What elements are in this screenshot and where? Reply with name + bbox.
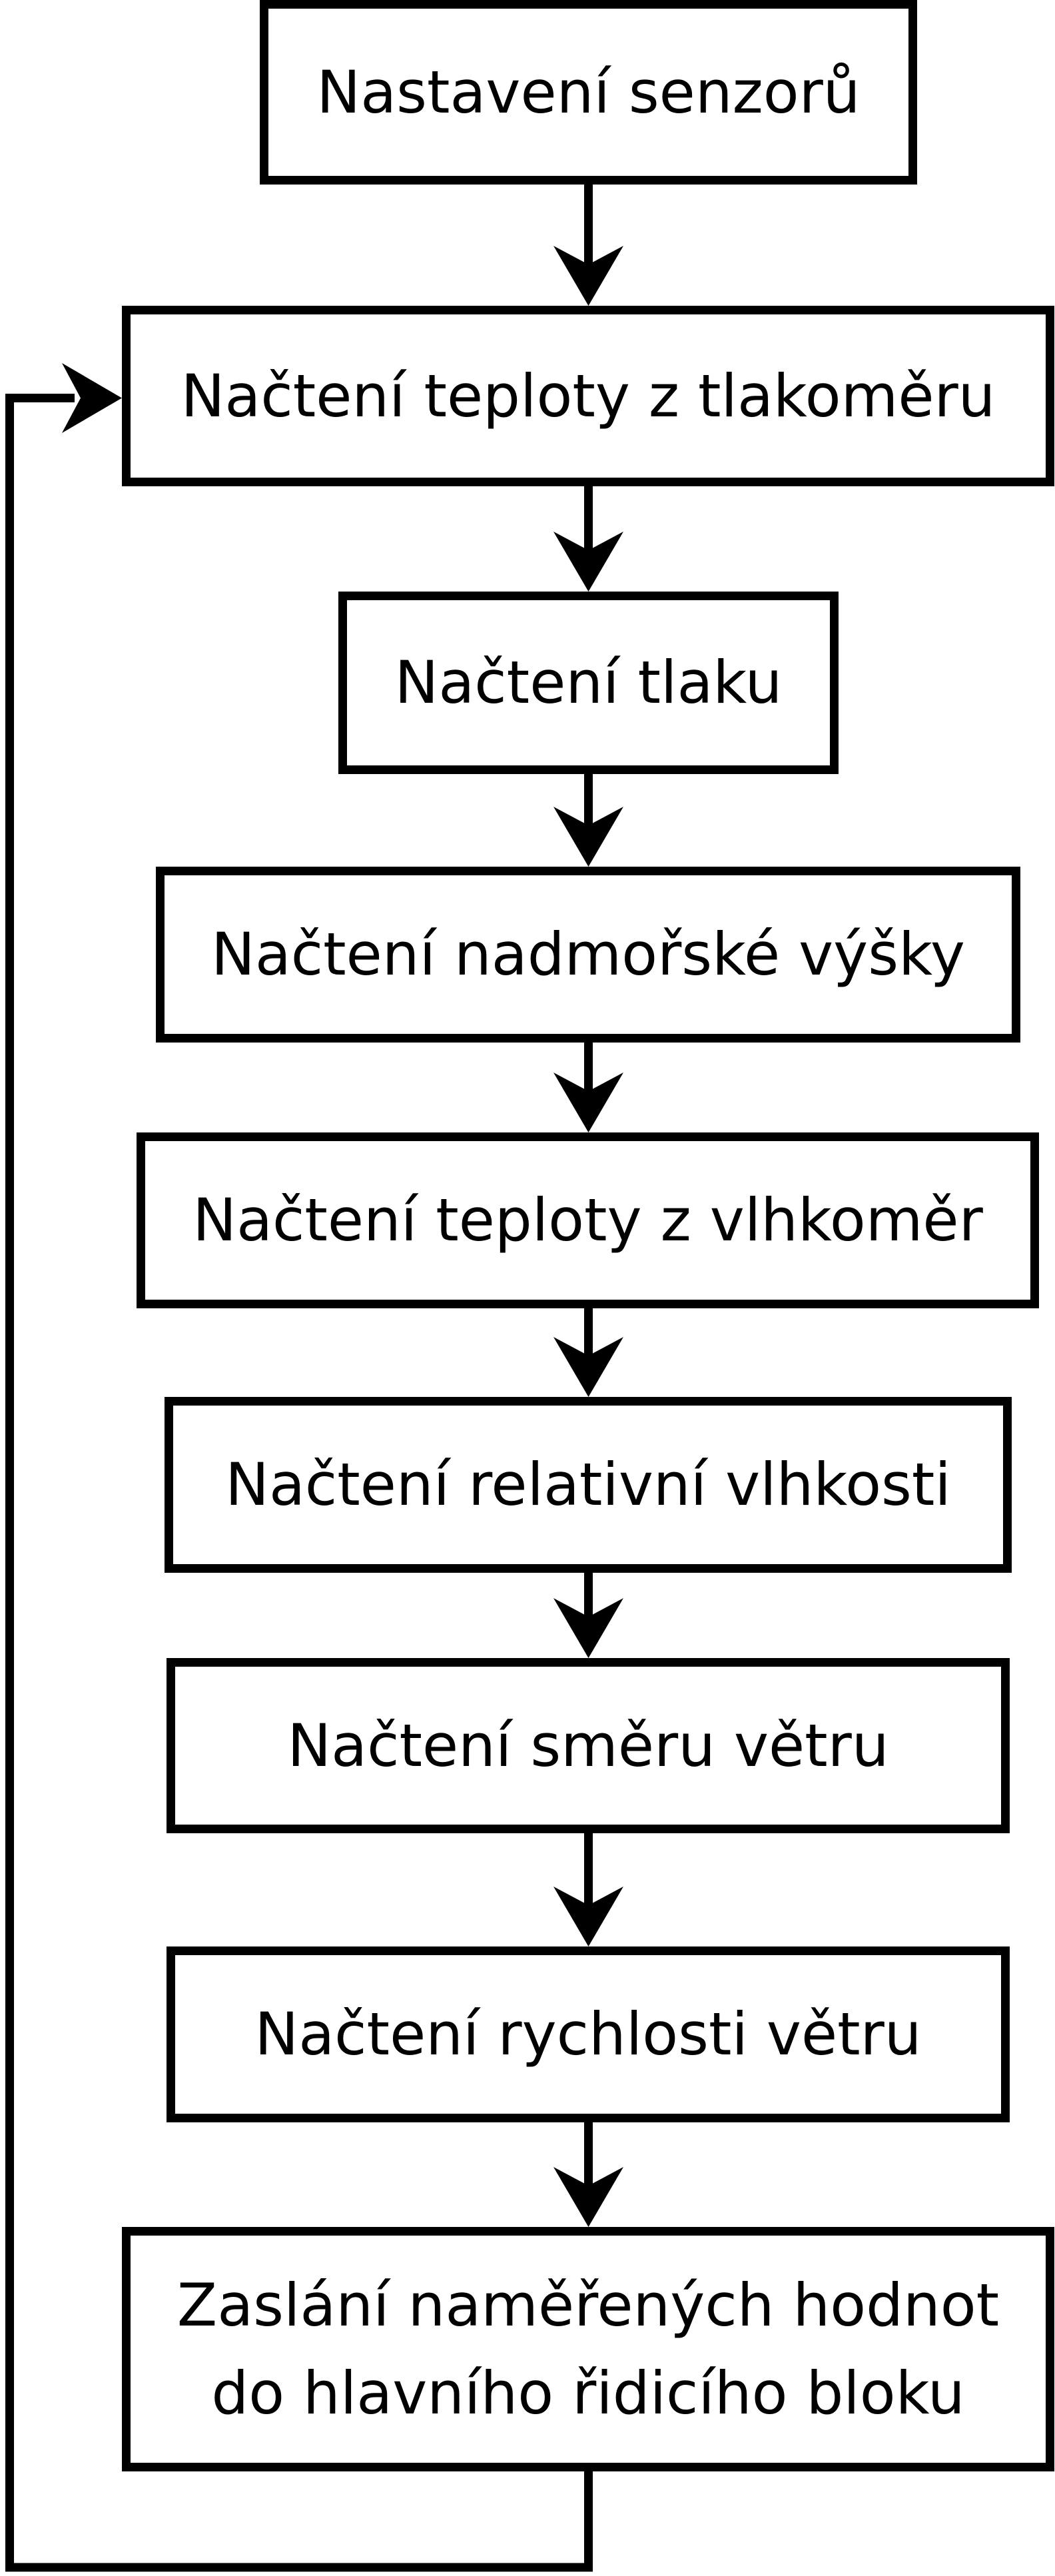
flow-node-read-wind-direction: Načtení směru větru — [167, 1658, 1010, 1833]
arrowhead-down-icon — [553, 1598, 623, 1658]
arrowhead-down-icon — [553, 1073, 623, 1132]
flow-node-read-altitude: Načtení nadmořské výšky — [156, 867, 1020, 1043]
flow-node-label: Nastavení senzorů — [316, 57, 861, 127]
flow-node-label: Načtení nadmořské výšky — [211, 920, 965, 989]
edge-wind-direction-to-wind-speed — [553, 1833, 623, 1946]
flow-node-read-pressure: Načtení tlaku — [338, 592, 839, 774]
flow-node-read-temp-hygrometer: Načtení teploty z vlhkoměr — [137, 1132, 1039, 1308]
edge-altitude-to-hygrometer — [553, 1043, 623, 1132]
edge-pressure-to-altitude — [553, 774, 623, 867]
edge-humidity-to-wind-direction — [553, 1573, 623, 1658]
flow-node-read-wind-speed: Načtení rychlosti větru — [167, 1946, 1010, 2122]
flow-node-send-values: Zaslání naměřených hodnot do hlavního ři… — [122, 2227, 1054, 2471]
edge-setup-to-barometer — [553, 185, 623, 306]
flow-node-label: Načtení relativní vlhkosti — [225, 1450, 951, 1519]
flow-node-label: Načtení teploty z tlakoměru — [180, 361, 996, 430]
arrowhead-right-icon — [62, 363, 122, 433]
arrowhead-down-icon — [553, 246, 623, 306]
flow-node-label: Načtení teploty z vlhkoměr — [192, 1186, 983, 1254]
edge-loop-back — [5, 363, 593, 2572]
flow-node-label: Načtení směru větru — [287, 1711, 889, 1780]
flow-node-sensor-setup: Nastavení senzorů — [260, 0, 917, 185]
arrowhead-down-icon — [553, 532, 623, 592]
arrowhead-down-icon — [553, 1337, 623, 1397]
edge-hygrometer-to-humidity — [553, 1308, 623, 1397]
flow-node-label: Zaslání naměřených hodnot do hlavního ři… — [176, 2270, 1000, 2427]
edge-barometer-to-pressure — [553, 486, 623, 592]
arrowhead-down-icon — [553, 2167, 623, 2227]
edge-wind-speed-to-send — [553, 2122, 623, 2227]
flow-node-label: Načtení tlaku — [394, 648, 783, 717]
arrowhead-down-icon — [553, 807, 623, 867]
flow-node-read-temp-barometer: Načtení teploty z tlakoměru — [122, 306, 1054, 486]
flow-node-label: Načtení rychlosti větru — [254, 2000, 922, 2068]
arrowhead-down-icon — [553, 1887, 623, 1946]
flow-node-read-rel-humidity: Načtení relativní vlhkosti — [165, 1397, 1012, 1573]
